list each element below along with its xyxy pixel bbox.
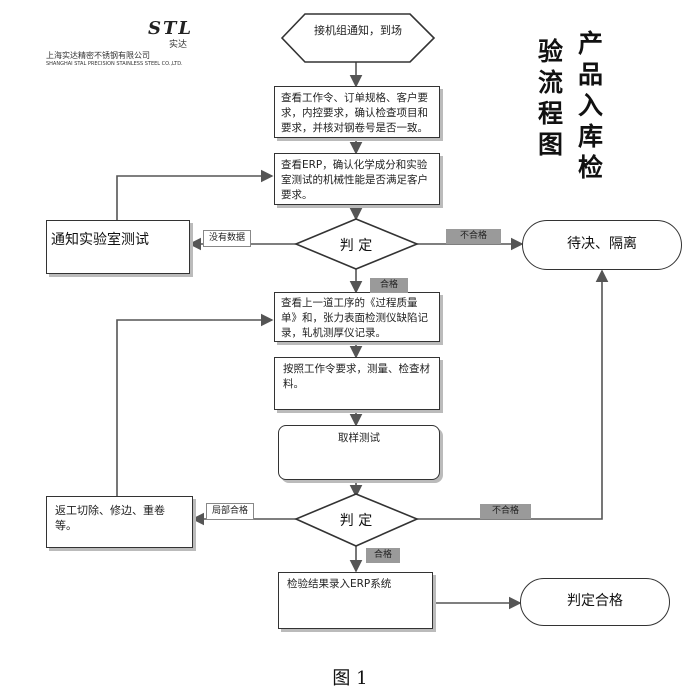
label-fail-1: 不合格	[446, 229, 502, 244]
decision2-label: 判 定	[339, 513, 373, 529]
company-logo: STL 实达	[148, 18, 208, 50]
notify-lab-box: 通知实验室测试	[46, 220, 190, 274]
rework-box: 返工切除、修边、重卷等。	[46, 496, 193, 548]
notify-lab-text: 通知实验室测试	[51, 232, 149, 248]
logo-mark: STL	[148, 18, 194, 39]
arrow-decision2-hold	[416, 269, 609, 520]
figure-caption: 图 1	[332, 668, 368, 689]
judged-pass-node: 判定合格	[520, 578, 670, 626]
step-check-previous-process-text: 查看上一道工序的《过程质量单》和，张力表面检测仪缺陷记录，轧机测厚仪记录。	[281, 297, 428, 339]
label-no-data: 没有数据	[203, 230, 252, 247]
start-node-label: 接机组通知，到场	[314, 24, 402, 37]
label-partial-pass: 局部合格	[206, 503, 255, 520]
step-check-erp: 查看ERP，确认化学成分和实验室测试的机械性能是否满足客户要求。	[274, 153, 440, 205]
erp-entry-box: 检验结果录入ERP系统	[278, 572, 433, 629]
title-column-right: 产品入库检	[578, 29, 604, 182]
sample-test-box: 取样测试	[278, 425, 440, 480]
step-check-erp-text: 查看ERP，确认化学成分和实验室测试的机械性能是否满足客户要求。	[281, 159, 428, 201]
company-name-cn: 上海实达精密不锈钢有限公司	[46, 51, 150, 60]
logo-brand: 实达	[168, 40, 187, 50]
company-name-en: SHANGHAI STAL PRECISION STAINLESS STEEL …	[46, 61, 183, 67]
arrow-lab-step2	[116, 169, 274, 220]
hold-isolate-node: 待决、隔离	[522, 220, 682, 270]
step-check-previous-process: 查看上一道工序的《过程质量单》和，张力表面检测仪缺陷记录，轧机测厚仪记录。	[274, 292, 440, 342]
label-ok-2: 合格	[366, 548, 401, 563]
step-measure-material: 按照工作令要求，测量、检查材料。	[274, 357, 440, 410]
step-measure-material-text: 按照工作令要求，测量、检查材料。	[283, 363, 430, 390]
label-ok-1: 合格	[370, 278, 409, 293]
arrow-rework-step3	[116, 313, 274, 496]
hold-isolate-text: 待决、隔离	[567, 236, 637, 252]
rework-text: 返工切除、修边、重卷等。	[55, 504, 165, 532]
decision2-diamond	[293, 493, 420, 547]
title-column-left: 验流程图	[538, 37, 564, 159]
start-hexagon	[280, 13, 436, 63]
judged-pass-text: 判定合格	[567, 593, 623, 609]
label-fail-2: 不合格	[480, 504, 532, 519]
decision1-label: 判 定	[339, 238, 373, 254]
sample-test-text: 取样测试	[338, 432, 380, 444]
decision1-diamond	[293, 218, 420, 270]
step-check-work-order-text: 查看工作令、订单规格、客户要求，内控要求，确认检查项目和要求，并核对钢卷号是否一…	[281, 92, 428, 134]
erp-entry-text: 检验结果录入ERP系统	[287, 578, 392, 590]
step-check-work-order: 查看工作令、订单规格、客户要求，内控要求，确认检查项目和要求，并核对钢卷号是否一…	[274, 86, 440, 138]
